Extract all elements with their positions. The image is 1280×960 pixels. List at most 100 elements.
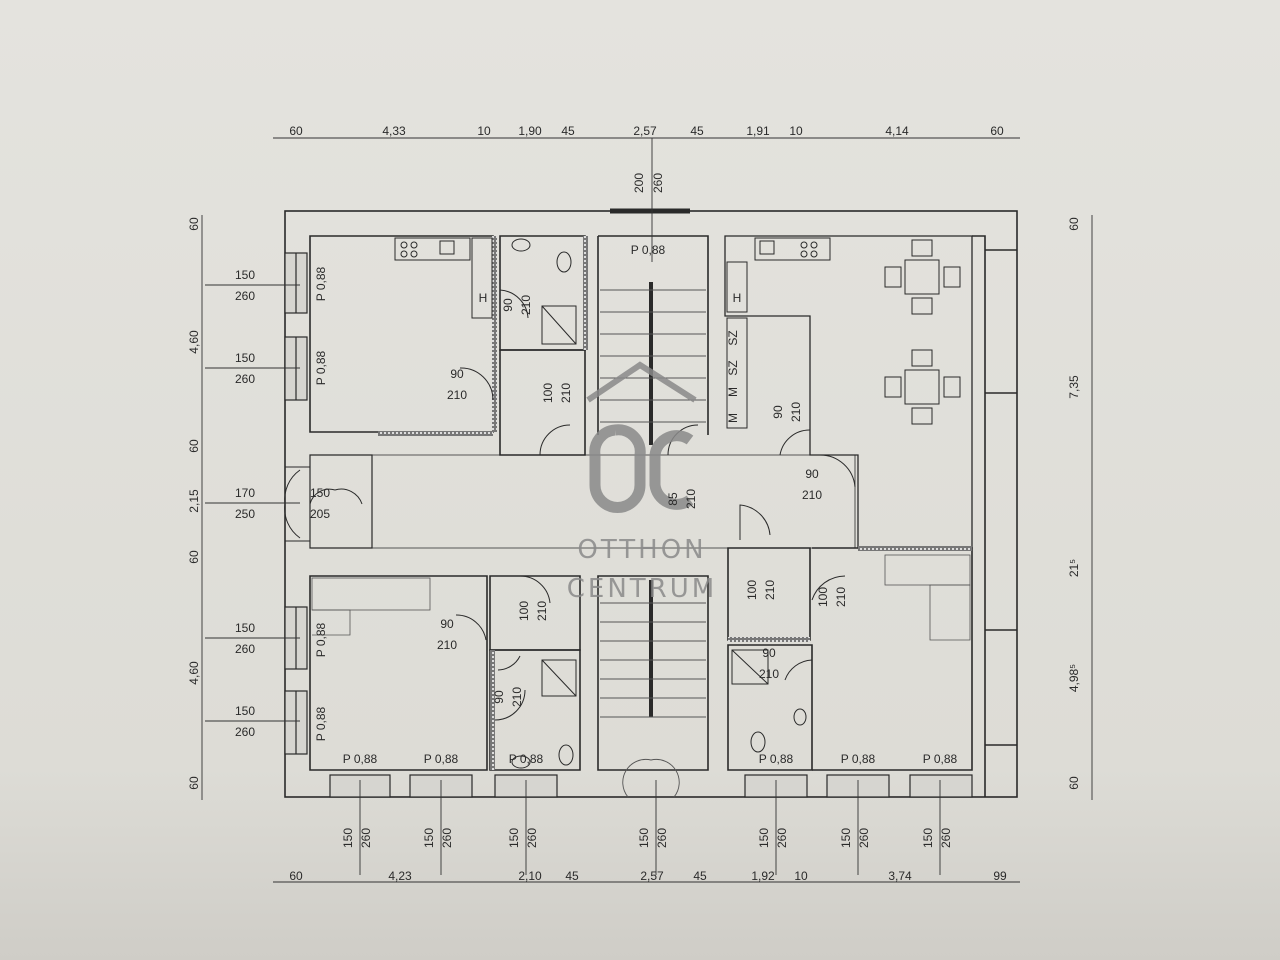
fixture-sz-0: SZ [726, 330, 740, 345]
dim-right-4: 60 [1067, 776, 1081, 790]
door-hall-top-left-w: 100 [541, 383, 555, 403]
entrance-width: 170 [235, 486, 255, 500]
dim-left-4: 60 [187, 550, 201, 564]
dim-right-1: 7,35 [1067, 375, 1081, 399]
inner-door-width: 150 [310, 486, 330, 500]
left-window-p-0: P 0,88 [314, 266, 328, 301]
door-bath-bottom-w: 90 [492, 690, 506, 704]
door-living-right-w: 90 [805, 467, 819, 481]
dim-right-0: 60 [1067, 217, 1081, 231]
bottom-window-height-2: 260 [525, 828, 539, 848]
door-hall-bottom-left-w: 100 [517, 601, 531, 621]
spiral-stairs [311, 554, 971, 641]
fixture-h-right: H [733, 291, 742, 305]
dim-left-5: 4,60 [187, 661, 201, 685]
bottom-window-height-0: 260 [359, 828, 373, 848]
dining-tables [884, 239, 961, 425]
left-window-height-0: 260 [235, 289, 255, 303]
bottom-window-height-1: 260 [440, 828, 454, 848]
dim-right-2: 21⁵ [1067, 559, 1081, 577]
door-bath-bottom-h: 210 [510, 687, 524, 707]
bottom-window-height-3: 260 [655, 828, 669, 848]
stair-dim-b: 260 [651, 173, 665, 193]
fixture-h-left: H [479, 291, 488, 305]
bottom-window-sill-4: 150 [757, 828, 771, 848]
left-window-height-3: 260 [235, 725, 255, 739]
left-window-p-3: P 0,88 [314, 706, 328, 741]
door-bath-top-w: 90 [501, 298, 515, 312]
door-room-bottom-left-w: 90 [440, 617, 454, 631]
door-stair-w: 85 [666, 492, 680, 506]
dim-left-6: 60 [187, 776, 201, 790]
fixture-m-1: M [726, 413, 740, 423]
dim-top-5: 2,57 [633, 124, 657, 138]
entrance-door [284, 466, 363, 542]
kitchen-fixtures [394, 237, 831, 769]
dim-bottom-6: 1,92 [751, 869, 775, 883]
stair-window-p: P 0,88 [631, 243, 666, 257]
door-stair-h: 210 [684, 489, 698, 509]
dim-top-1: 4,33 [382, 124, 406, 138]
dim-top-6: 45 [690, 124, 704, 138]
dim-left-2: 60 [187, 439, 201, 453]
outer-walls [284, 208, 1018, 798]
door-pantry-w: 90 [771, 405, 785, 419]
bottom-window-height-5: 260 [857, 828, 871, 848]
door-kitchen-left-h: 210 [447, 388, 467, 402]
fixture-m-0: M [726, 387, 740, 397]
door-hall-bottom-right-h: 210 [763, 580, 777, 600]
bottom-window-p-3: P 0,88 [759, 752, 794, 766]
left-window-height-2: 260 [235, 642, 255, 656]
dim-top-10: 60 [990, 124, 1004, 138]
dim-top-9: 4,14 [885, 124, 909, 138]
left-window-sill-1: 150 [235, 351, 255, 365]
door-room-bottom-right-h: 210 [834, 587, 848, 607]
door-hall-top-left-h: 210 [559, 383, 573, 403]
staircase-bottom [600, 580, 706, 798]
dim-bottom-5: 45 [693, 869, 707, 883]
left-window-sill-2: 150 [235, 621, 255, 635]
bottom-window-sill-6: 150 [921, 828, 935, 848]
bottom-window-sill-1: 150 [422, 828, 436, 848]
left-window-sill-0: 150 [235, 268, 255, 282]
staircase-top [600, 282, 706, 445]
watermark-logo [586, 361, 697, 513]
dim-top-8: 10 [789, 124, 803, 138]
dim-bottom-8: 3,74 [888, 869, 912, 883]
left-window-p-2: P 0,88 [314, 622, 328, 657]
dim-left-1: 4,60 [187, 330, 201, 354]
bottom-window-p-4: P 0,88 [841, 752, 876, 766]
inner-door-height: 205 [310, 507, 330, 521]
dim-bottom-2: 2,10 [518, 869, 542, 883]
dimension-lines [201, 137, 1093, 883]
bottom-window-p-2: P 0,88 [509, 752, 544, 766]
door-hall-bottom-left-h: 210 [535, 601, 549, 621]
door-bath-top-h: 210 [519, 295, 533, 315]
fixture-sz-1: SZ [726, 360, 740, 375]
bottom-window-p-5: P 0,88 [923, 752, 958, 766]
dim-bottom-0: 60 [289, 869, 303, 883]
left-window-p-1: P 0,88 [314, 350, 328, 385]
dim-bottom-7: 10 [794, 869, 808, 883]
left-window-height-1: 260 [235, 372, 255, 386]
bottom-window-sill-2: 150 [507, 828, 521, 848]
dim-bottom-9: 99 [993, 869, 1007, 883]
watermark-line1: OTTHON [577, 535, 706, 565]
bottom-window-height-4: 260 [775, 828, 789, 848]
dim-left-3: 2,15 [187, 489, 201, 513]
bottom-window-p-0: P 0,88 [343, 752, 378, 766]
door-room-bottom-right-w: 100 [816, 587, 830, 607]
door-bath-bottom-right-h: 210 [759, 667, 779, 681]
bottom-window-sill-3: 150 [637, 828, 651, 848]
bottom-window-sill-5: 150 [839, 828, 853, 848]
door-bath-bottom-right-w: 90 [762, 646, 776, 660]
dim-bottom-4: 2,57 [640, 869, 664, 883]
dim-bottom-3: 45 [565, 869, 579, 883]
dim-top-3: 1,90 [518, 124, 542, 138]
bottom-window-sill-0: 150 [341, 828, 355, 848]
stair-dim-a: 200 [632, 173, 646, 193]
door-kitchen-left-w: 90 [450, 367, 464, 381]
